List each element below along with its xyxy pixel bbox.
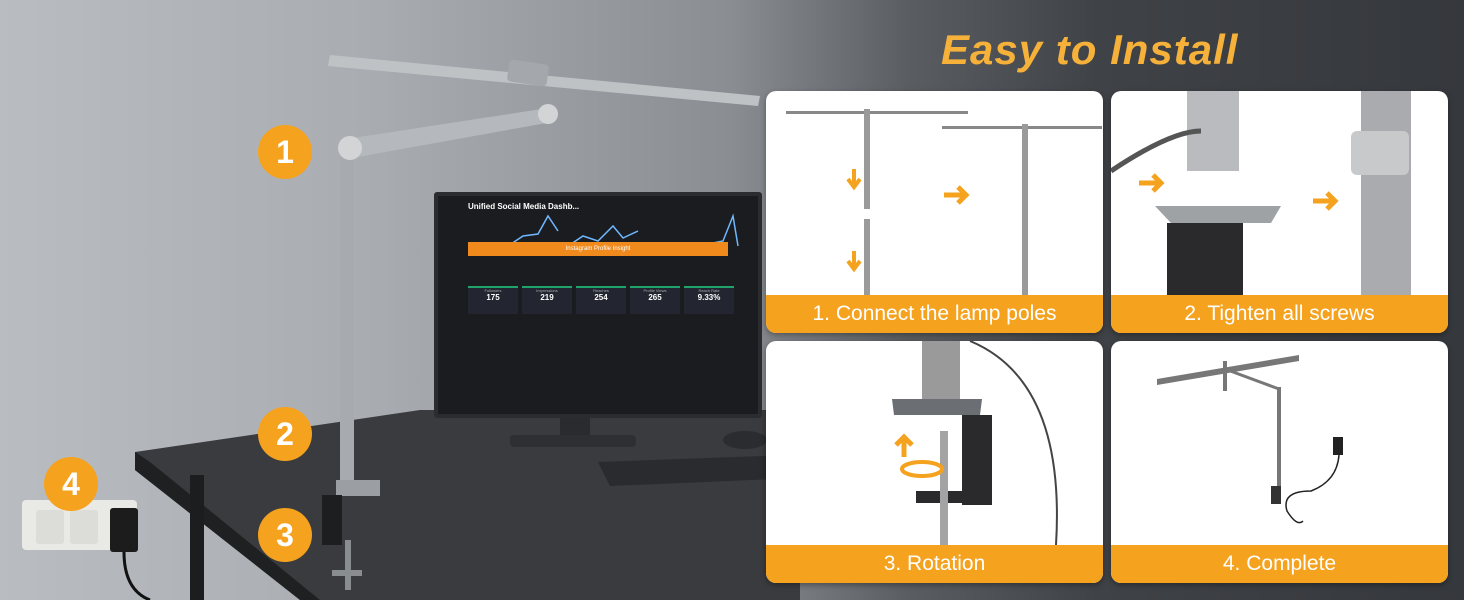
arrow-right-icon [1139,173,1165,193]
lamp-pole [340,150,354,480]
desk-edge [135,452,320,600]
step-badge-3: 3 [258,508,312,562]
step-card-2: 2. Tighten all screws [1111,91,1448,333]
monitor-stand [510,435,636,447]
arrow-down-icon [846,169,862,191]
step-card-1: 1. Connect the lamp poles [766,91,1103,333]
complete-lamp-illustration [1157,355,1343,524]
arrow-up-icon [894,433,914,457]
lamp-clamp [322,495,342,545]
step-caption: 4. Complete [1111,545,1448,583]
desk-leg [190,475,204,600]
rotate-icon [900,460,944,478]
step-caption: 3. Rotation [766,545,1103,583]
tighten-screws-illustration [1111,91,1411,295]
rotation-illustration [892,341,1058,545]
step-badge-4: 4 [44,457,98,511]
monitor-screen: Unified Social Media Dashb... Instagram … [434,192,762,418]
mouse [723,431,767,449]
step-card-3: 3. Rotation [766,341,1103,583]
step-badge-1: 1 [258,125,312,179]
lamp-arm [340,108,552,158]
step-badge-2: 2 [258,407,312,461]
step-card-4: 4. Complete [1111,341,1448,583]
monitor-banner: Instagram Profile Insight [468,242,728,256]
keyboard [598,455,800,486]
arrow-right-icon [944,185,970,205]
power-adapter [110,508,138,552]
arrow-right-icon [1313,191,1339,211]
connect-poles-illustration [786,109,1102,295]
step-caption: 2. Tighten all screws [1111,295,1448,333]
monitor-app-title: Unified Social Media Dashb... [468,202,580,211]
desk-top [135,410,800,600]
step-caption: 1. Connect the lamp poles [766,295,1103,333]
arrow-down-icon [846,251,862,273]
page-title: Easy to Install [941,26,1239,73]
